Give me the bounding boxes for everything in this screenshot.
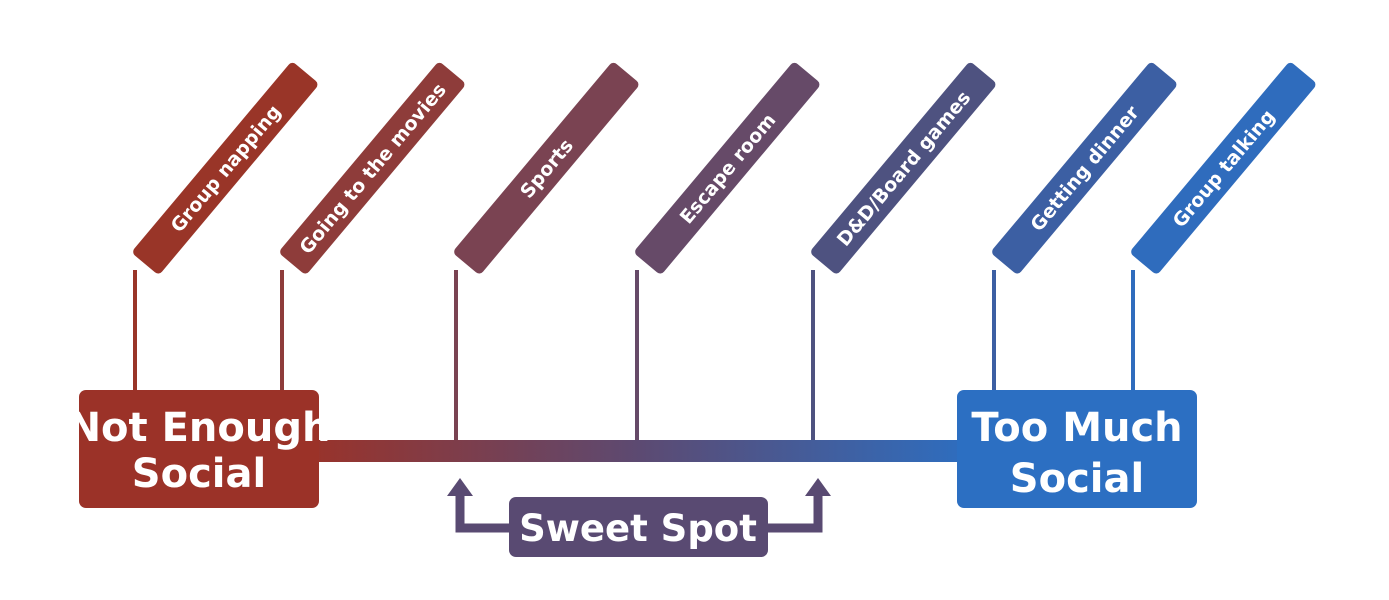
activity-tag-box [992,62,1177,274]
too-much-social-line2: Social [1010,456,1144,502]
sweet-spot-right-arrow-line [765,492,823,533]
arrow-up-icon [805,478,831,496]
not-enough-social-line2: Social [132,451,266,497]
arrow-up-icon [447,478,473,496]
activity-tag-box [133,62,318,274]
too-much-social-line1: Too Much [971,405,1182,451]
not-enough-social-line1: Not Enough [68,405,331,451]
sweet-spot-box [509,497,768,557]
activity-tag-box [454,62,639,274]
activity-tag-label: Group talking [1169,106,1280,232]
activity-tag-box [635,62,820,274]
activity-tag: Escape room [635,62,820,274]
sweet-spot-left-arrow-line [455,492,515,533]
sweet-spot-label: Sweet Spot [519,507,757,550]
activity-tag-label: D&D/Board games [833,87,975,251]
activity-tag-box [280,62,465,274]
too-much-social-box: Too Much Social [957,390,1197,508]
activity-tag: D&D/Board games [811,62,996,274]
activity-tag: Sports [454,62,639,274]
not-enough-social-box: Not Enough Social [68,390,331,508]
spectrum-bar [300,440,980,462]
sweet-spot-bracket: Sweet Spot [447,478,831,557]
activity-tag-box [1131,62,1316,274]
activity-tag-label: Escape room [676,109,781,228]
activity-tag-label: Going to the movies [295,79,451,258]
connector-lines [133,270,1135,440]
activity-tag-box [811,62,996,274]
activity-tag-label: Getting dinner [1026,101,1144,235]
activity-tag-label: Group napping [167,101,286,237]
